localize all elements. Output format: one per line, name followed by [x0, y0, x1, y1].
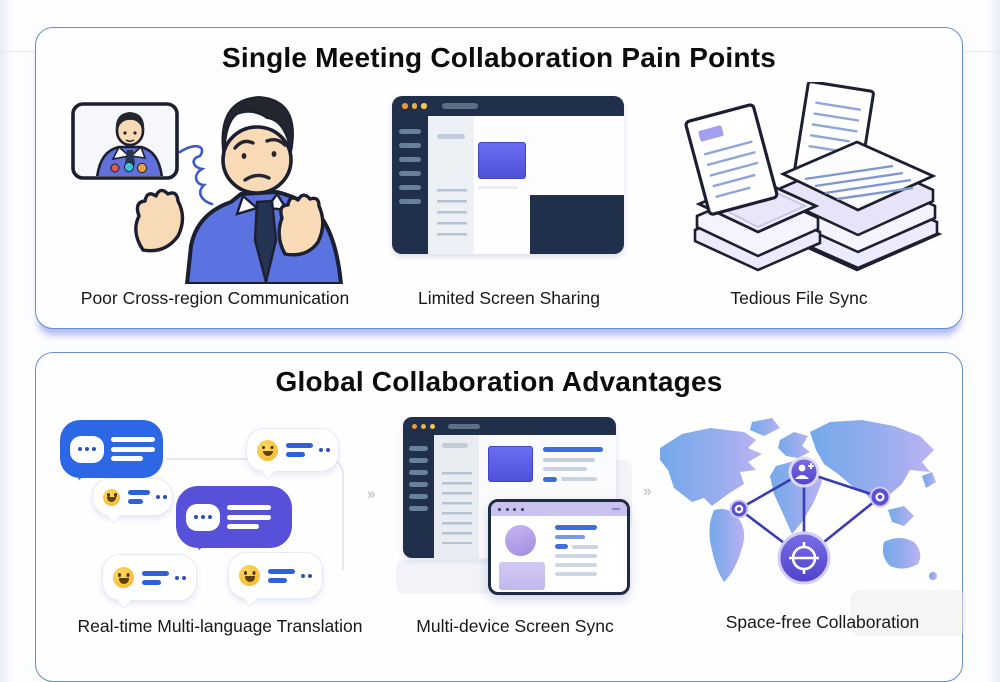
window-sidebar — [392, 116, 428, 254]
world-map — [660, 418, 937, 582]
chat-icon — [186, 503, 220, 531]
figure-limited-screen-share — [392, 96, 624, 254]
chat-bubble-blue — [60, 420, 163, 478]
chat-bubble-purple — [176, 486, 292, 548]
traffic-light-icon — [402, 103, 408, 109]
traffic-light-icon — [412, 423, 417, 429]
chat-bubble-translated — [228, 552, 323, 599]
network-node-target-icon — [777, 531, 831, 585]
window-titlebar — [392, 96, 624, 116]
pain-points-title: Single Meeting Collaboration Pain Points — [221, 42, 777, 73]
titlebar-pill — [448, 423, 480, 429]
translated-lines — [286, 443, 313, 457]
network-node-ring-right — [869, 486, 891, 508]
advantages-title: Global Collaboration Advantages — [275, 366, 723, 397]
frustrated-man — [134, 95, 344, 286]
figure-file-sync — [655, 80, 945, 278]
pain-point-label-1: Poor Cross-region Communication — [80, 288, 350, 308]
content-block — [488, 446, 533, 482]
status-dot-red — [110, 163, 120, 173]
forward-chevron-icon: ›› — [642, 482, 651, 501]
small-window-titlebar — [491, 502, 627, 516]
titlebar-dash — [612, 508, 620, 510]
device-window — [488, 499, 630, 595]
pain-point-label-3: Tedious File Sync — [730, 288, 868, 308]
traffic-light-icon — [421, 423, 426, 429]
advantage-label-3: Space-free Collaboration — [725, 612, 920, 632]
smiley-emoji-icon — [113, 567, 134, 588]
window-body — [392, 116, 624, 254]
smiley-emoji-icon — [239, 565, 260, 586]
chat-bubble-translated — [92, 478, 173, 516]
message-lines — [111, 437, 155, 461]
edge-hairline-right — [965, 51, 1000, 52]
chat-bubble-translated — [246, 428, 339, 472]
smiley-emoji-icon — [103, 488, 120, 506]
avatar — [505, 525, 536, 556]
figure-screen-sync — [396, 414, 633, 600]
collaboration-infographic: Single Meeting Collaboration Pain Points — [0, 0, 1000, 660]
left-hand — [134, 188, 185, 253]
typing-dots-icon — [301, 573, 305, 578]
smiley-emoji-icon — [257, 439, 278, 461]
right-hand — [277, 193, 325, 257]
advantage-label-1: Real-time Multi-language Translation — [77, 616, 363, 636]
thumbnail-block — [499, 562, 545, 590]
forward-chevron-icon: ›› — [366, 485, 375, 504]
video-call-thumbnail — [71, 102, 179, 180]
status-dot-cyan — [123, 161, 135, 173]
frustrated-man-illustration — [71, 95, 344, 286]
tilted-page-front — [684, 103, 779, 216]
titlebar-pill — [441, 103, 478, 109]
chat-bubble-translated — [102, 554, 197, 601]
window-shared-column — [474, 116, 530, 254]
network-node-member-icon — [788, 456, 820, 488]
figure-translation — [48, 414, 393, 612]
shared-content-block — [478, 142, 526, 179]
translated-lines — [268, 568, 295, 583]
window-sidebar — [403, 435, 434, 558]
figure-poor-communication — [45, 88, 363, 286]
network-node-ring-left — [729, 499, 749, 519]
paper-stacks-illustration — [684, 80, 943, 272]
window-share-region — [530, 116, 624, 254]
typing-dots-icon — [319, 448, 323, 452]
pain-point-label-2: Limited Screen Sharing — [418, 288, 600, 308]
label-highlight — [850, 590, 966, 636]
figure-global-collaboration — [652, 410, 952, 602]
traffic-light-icon — [411, 103, 417, 109]
edge-hairline-left — [0, 51, 35, 52]
speech-squiggle — [178, 144, 214, 206]
text-lines — [555, 523, 598, 590]
translated-lines — [142, 570, 169, 585]
world-map-network-illustration — [660, 418, 937, 585]
chat-icon — [70, 435, 104, 463]
advantage-label-2: Multi-device Screen Sync — [416, 616, 614, 636]
small-window-body — [491, 516, 627, 592]
typing-dots-icon — [175, 575, 179, 580]
message-lines — [227, 505, 271, 529]
traffic-light-icon — [430, 423, 435, 429]
window-list-column — [428, 116, 474, 254]
translated-lines — [128, 490, 150, 504]
shared-area — [530, 116, 624, 195]
highlight-tag — [698, 125, 724, 142]
traffic-light-icon — [421, 103, 427, 109]
typing-dots-icon — [156, 495, 160, 499]
window-titlebar — [403, 417, 616, 435]
status-dot-orange — [136, 162, 148, 174]
list-column — [434, 435, 479, 558]
media-column — [499, 523, 545, 590]
